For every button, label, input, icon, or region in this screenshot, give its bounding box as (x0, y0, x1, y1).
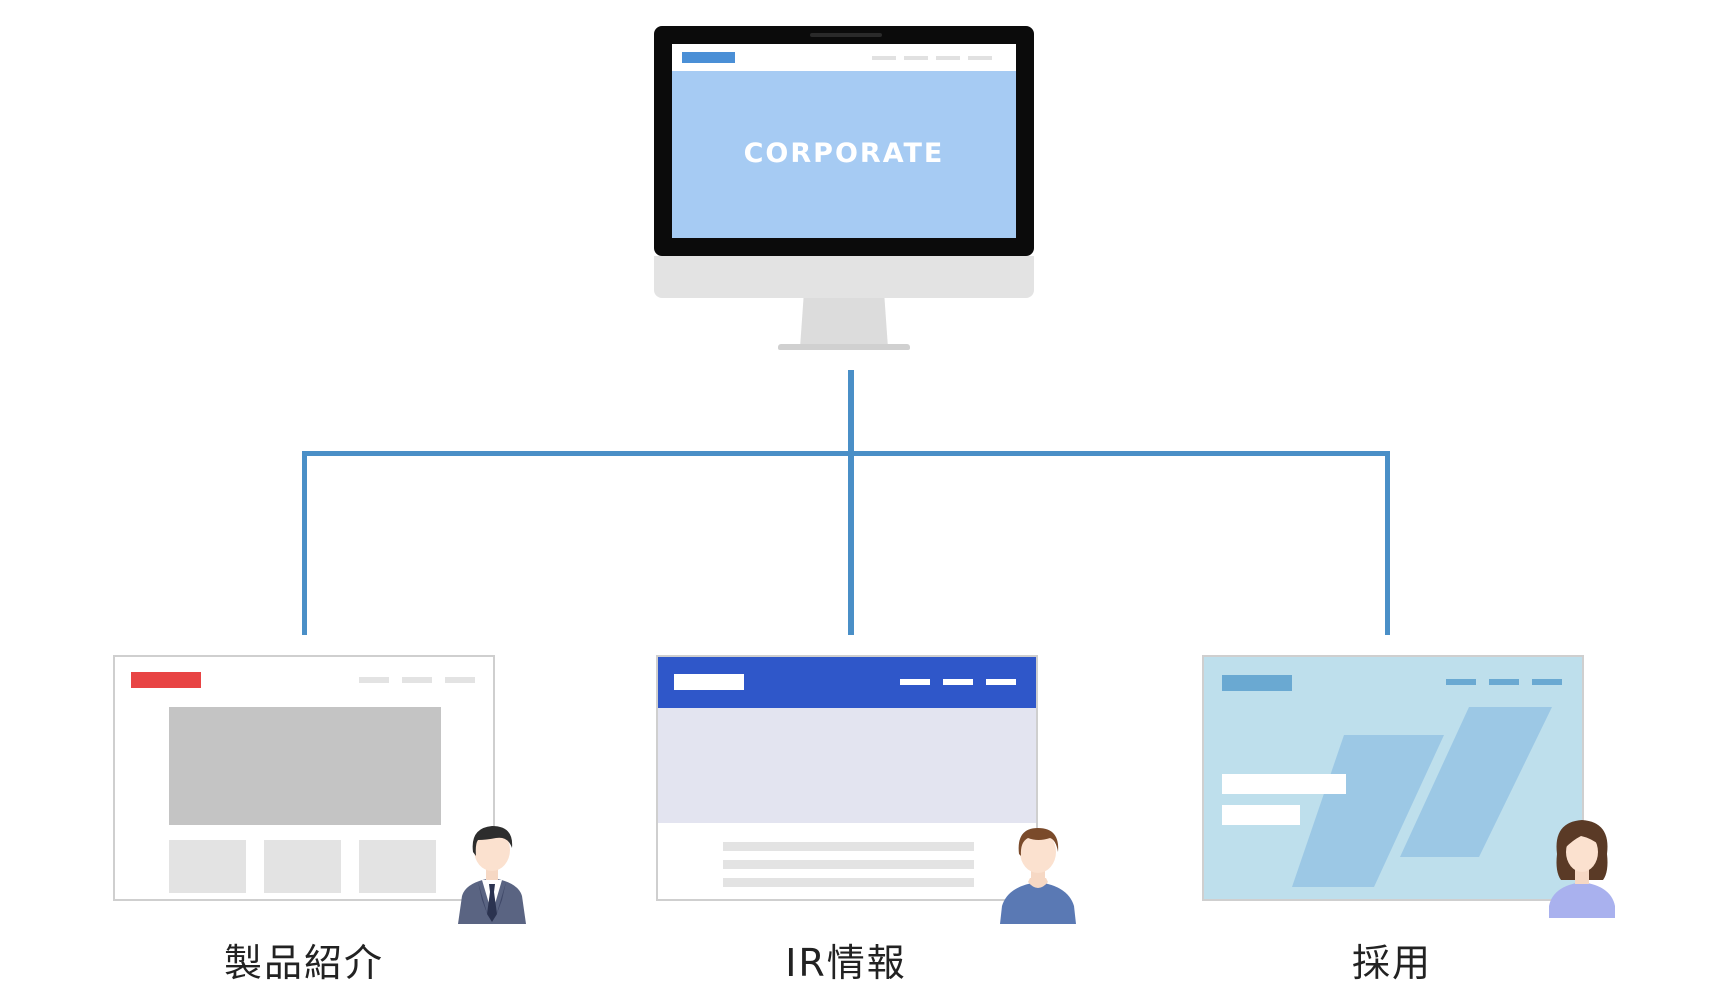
card-logo (131, 672, 201, 688)
site-card-ir (656, 655, 1038, 901)
connector-trunk (848, 370, 854, 635)
card-hero-shapes (1204, 657, 1582, 899)
card-logo (1222, 675, 1292, 691)
card-nav-item (359, 677, 389, 683)
card-nav-item (986, 679, 1016, 685)
card-nav-item (943, 679, 973, 685)
site-label-ir: IR情報 (785, 941, 907, 985)
connector-left (302, 451, 307, 635)
screen-nav-item (936, 56, 960, 60)
screen-logo (682, 52, 735, 63)
card-nav-item (1489, 679, 1519, 685)
card-text-block (1222, 805, 1300, 825)
site-label-products: 製品紹介 (223, 941, 384, 985)
screen-nav-item (872, 56, 896, 60)
card-nav-item (1446, 679, 1476, 685)
screen-nav-item (968, 56, 992, 60)
card-hero (658, 708, 1036, 823)
card-thumbnail (264, 840, 341, 893)
card-thumbnail (359, 840, 436, 893)
card-text-line (723, 842, 974, 851)
monitor-chin (654, 256, 1034, 298)
man-icon (1000, 828, 1076, 924)
screen-nav-item (904, 56, 928, 60)
monitor-camera (810, 33, 882, 37)
card-nav-item (1532, 679, 1562, 685)
card-text-line (723, 860, 974, 869)
card-nav-item (402, 677, 432, 683)
card-text-block (1222, 774, 1346, 794)
connector-horizontal (302, 451, 1390, 456)
corporate-site-screen: CORPORATE (672, 44, 1016, 238)
corporate-title: CORPORATE (743, 138, 945, 169)
card-hero-image (169, 707, 441, 825)
site-label-recruit: 採用 (1351, 941, 1432, 985)
card-logo (674, 674, 744, 690)
businessman-icon (458, 826, 526, 924)
connector-right (1385, 451, 1390, 635)
card-thumbnail (169, 840, 246, 893)
monitor-stand (800, 298, 888, 348)
card-nav-item (900, 679, 930, 685)
site-card-products (113, 655, 495, 901)
card-nav-item (445, 677, 475, 683)
woman-icon (1549, 820, 1615, 918)
site-card-recruit (1202, 655, 1584, 901)
card-text-line (723, 878, 974, 887)
monitor-foot (778, 344, 910, 350)
